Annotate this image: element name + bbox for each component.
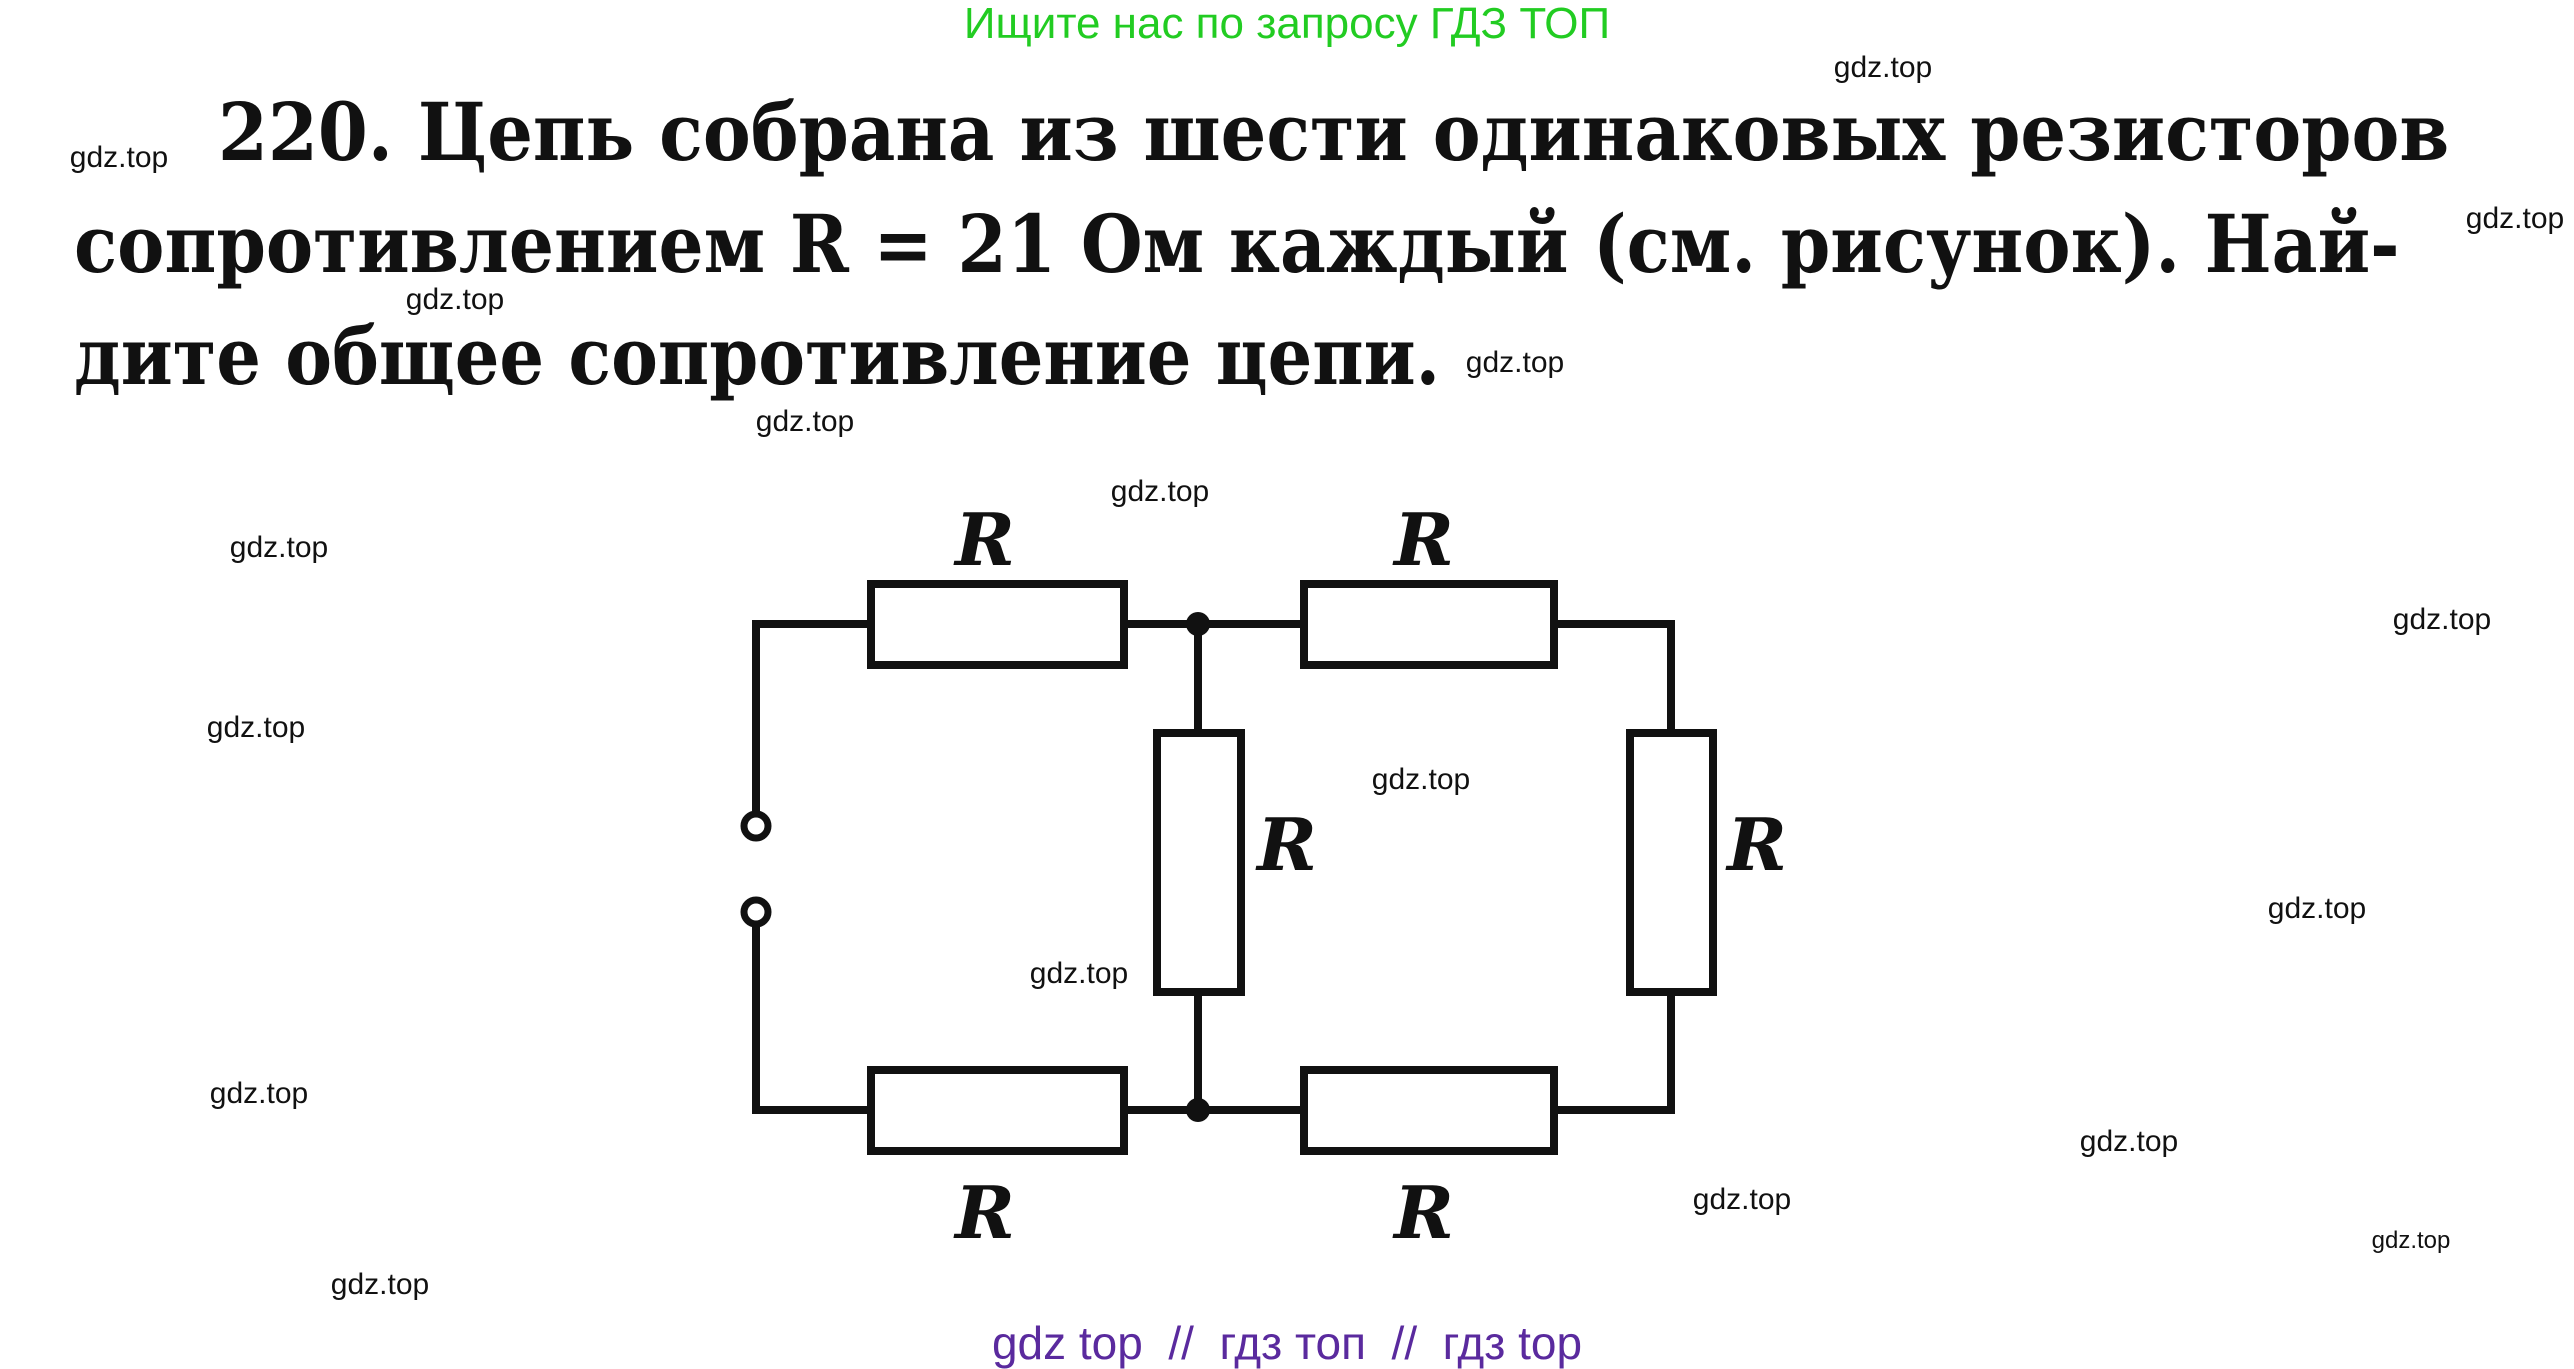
watermark: gdz.top [755, 405, 855, 438]
terminal-top [740, 810, 772, 842]
resistor-top-right [1300, 580, 1558, 669]
watermark: gdz.top [2079, 1125, 2179, 1158]
watermark: gdz.top [2267, 892, 2367, 925]
watermark: gdz.top [330, 1268, 430, 1301]
resistor-label: R [953, 497, 1015, 582]
watermark: gdz.top [1371, 763, 1471, 796]
resistor-bottom-right [1300, 1066, 1558, 1155]
watermark: gdz.top [1465, 346, 1565, 379]
resistor-label: R [953, 1170, 1015, 1255]
watermark: gdz.top [1029, 957, 1129, 990]
footer-link[interactable]: gdz top // гдз топ // гдз top [991, 1317, 1583, 1369]
junction-bottom [1186, 1098, 1210, 1122]
resistor-bottom-left [867, 1066, 1128, 1155]
wire-top-left [752, 620, 875, 816]
watermark: gdz.top [229, 531, 329, 564]
terminal-bottom [740, 896, 772, 928]
resistor-label: R [1392, 1170, 1454, 1255]
problem-line-2: сопротивлением R = 21 Ом каждый (см. рис… [74, 197, 2400, 291]
resistor-middle-vertical [1153, 729, 1245, 996]
watermark: gdz.top [1692, 1183, 1792, 1216]
resistor-right-vertical [1626, 729, 1717, 996]
watermark: gdz.top [1833, 51, 1933, 84]
watermark: gdz.top [405, 283, 505, 316]
resistor-label: R [1725, 802, 1787, 887]
junction-top [1186, 612, 1210, 636]
watermark: gdz.top [2465, 202, 2565, 235]
watermark: gdz.top [2392, 603, 2492, 636]
resistor-label: R [1392, 497, 1454, 582]
watermark: gdz.top [209, 1077, 309, 1110]
watermark: gdz.top [2371, 1227, 2451, 1254]
wire-right-bottom [1550, 988, 1675, 1114]
watermark: gdz.top [206, 711, 306, 744]
watermark: gdz.top [69, 141, 169, 174]
problem-line-3: дите общее сопротивление цепи. [74, 309, 1441, 403]
search-banner: Ищите нас по запросу ГДЗ ТОП [963, 0, 1611, 48]
wire-bottom-left [752, 921, 875, 1114]
watermark: gdz.top [1110, 475, 1210, 508]
wire-top-right [1550, 620, 1675, 737]
problem-line-1: 220. Цепь собрана из шести одинаковых ре… [218, 85, 2450, 179]
resistor-top-left [867, 580, 1128, 669]
resistor-label: R [1255, 802, 1317, 887]
